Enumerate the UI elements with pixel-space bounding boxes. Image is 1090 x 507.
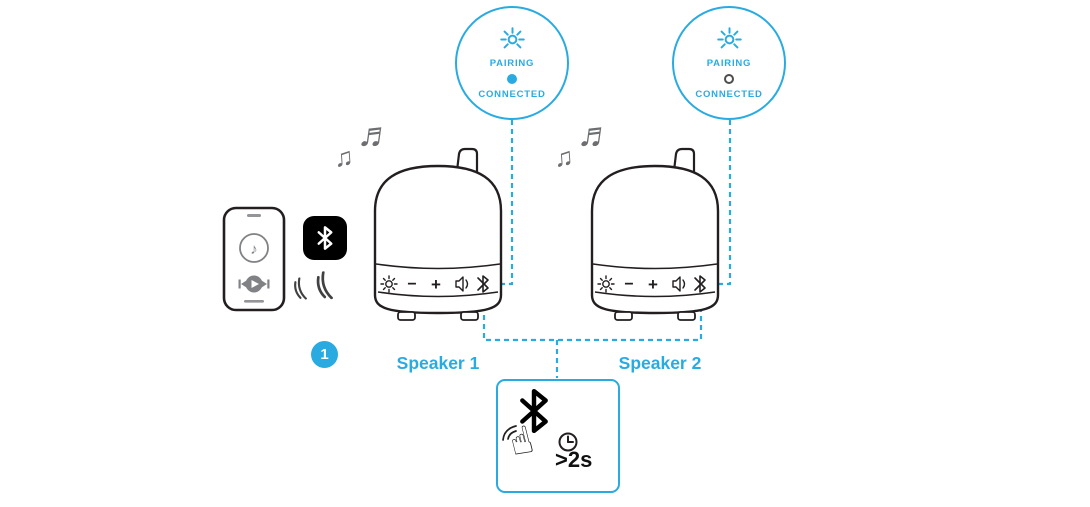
volume-up-button: +	[648, 275, 658, 294]
press-instruction-box: ☝ >2s	[496, 379, 620, 493]
speaker-foot	[460, 311, 479, 321]
volume-down-button: −	[624, 276, 633, 293]
control-strip-top	[592, 263, 718, 270]
hold-time-label: >2s	[555, 447, 593, 472]
speaker-2-illustration: − +	[590, 147, 720, 321]
speaker-foot	[677, 311, 696, 321]
next-track-icon	[260, 279, 270, 289]
volume-up-button: +	[431, 275, 441, 294]
speaker-body	[590, 164, 720, 315]
dashed-connector-callout-1	[489, 120, 514, 286]
connected-label: CONNECTED	[695, 89, 763, 100]
smartphone-illustration: ♪	[222, 206, 286, 312]
speaker-foot	[614, 311, 633, 321]
sound-mode-button-icon	[672, 276, 686, 292]
sound-waves-icon	[292, 271, 333, 301]
phone-speaker-slit	[247, 214, 261, 217]
music-note-icon: ♫	[552, 141, 575, 173]
connected-label: CONNECTED	[478, 89, 546, 100]
led-blink-icon	[499, 27, 525, 49]
pairing-label: PAIRING	[489, 58, 535, 69]
speaker-1-illustration: − +	[373, 147, 503, 321]
sound-wave-large-icon	[316, 271, 333, 300]
led-blink-icon	[716, 27, 742, 49]
control-strip-bottom	[377, 291, 499, 298]
control-strip-bottom	[594, 291, 716, 298]
phone-body	[222, 206, 286, 312]
speaker-2-label: Speaker 2	[618, 353, 702, 373]
music-note-icon: ♫	[332, 141, 355, 173]
speaker-foot	[397, 311, 416, 321]
callout-pairing-status-2: PAIRING CONNECTED	[672, 6, 786, 120]
bluetooth-button-icon	[477, 275, 489, 293]
speaker-1-label: Speaker 1	[396, 353, 480, 373]
step-1-badge: 1	[311, 341, 338, 368]
bluetooth-icon	[520, 388, 548, 434]
album-art-circle	[239, 233, 269, 263]
control-strip-top	[375, 263, 501, 270]
status-dot	[724, 74, 734, 84]
music-note-icon: ♪	[250, 241, 258, 258]
home-indicator	[244, 300, 264, 303]
tap-arcs-icon	[502, 425, 517, 441]
dashed-connector-callout-2	[707, 120, 732, 286]
bluetooth-icon	[317, 226, 333, 250]
pairing-label: PAIRING	[706, 58, 752, 69]
volume-down-button: −	[407, 276, 416, 293]
sound-wave-small-icon	[294, 277, 307, 300]
light-button-icon	[597, 275, 615, 293]
callout-pairing-status-1: PAIRING CONNECTED	[455, 6, 569, 120]
status-dot	[507, 74, 517, 84]
clock-icon	[558, 432, 578, 452]
bluetooth-button-icon	[694, 275, 706, 293]
sound-mode-button-icon	[455, 276, 469, 292]
speaker-body	[373, 164, 503, 315]
bluetooth-badge	[303, 216, 347, 260]
light-button-icon	[380, 275, 398, 293]
play-triangle-icon	[251, 280, 259, 288]
